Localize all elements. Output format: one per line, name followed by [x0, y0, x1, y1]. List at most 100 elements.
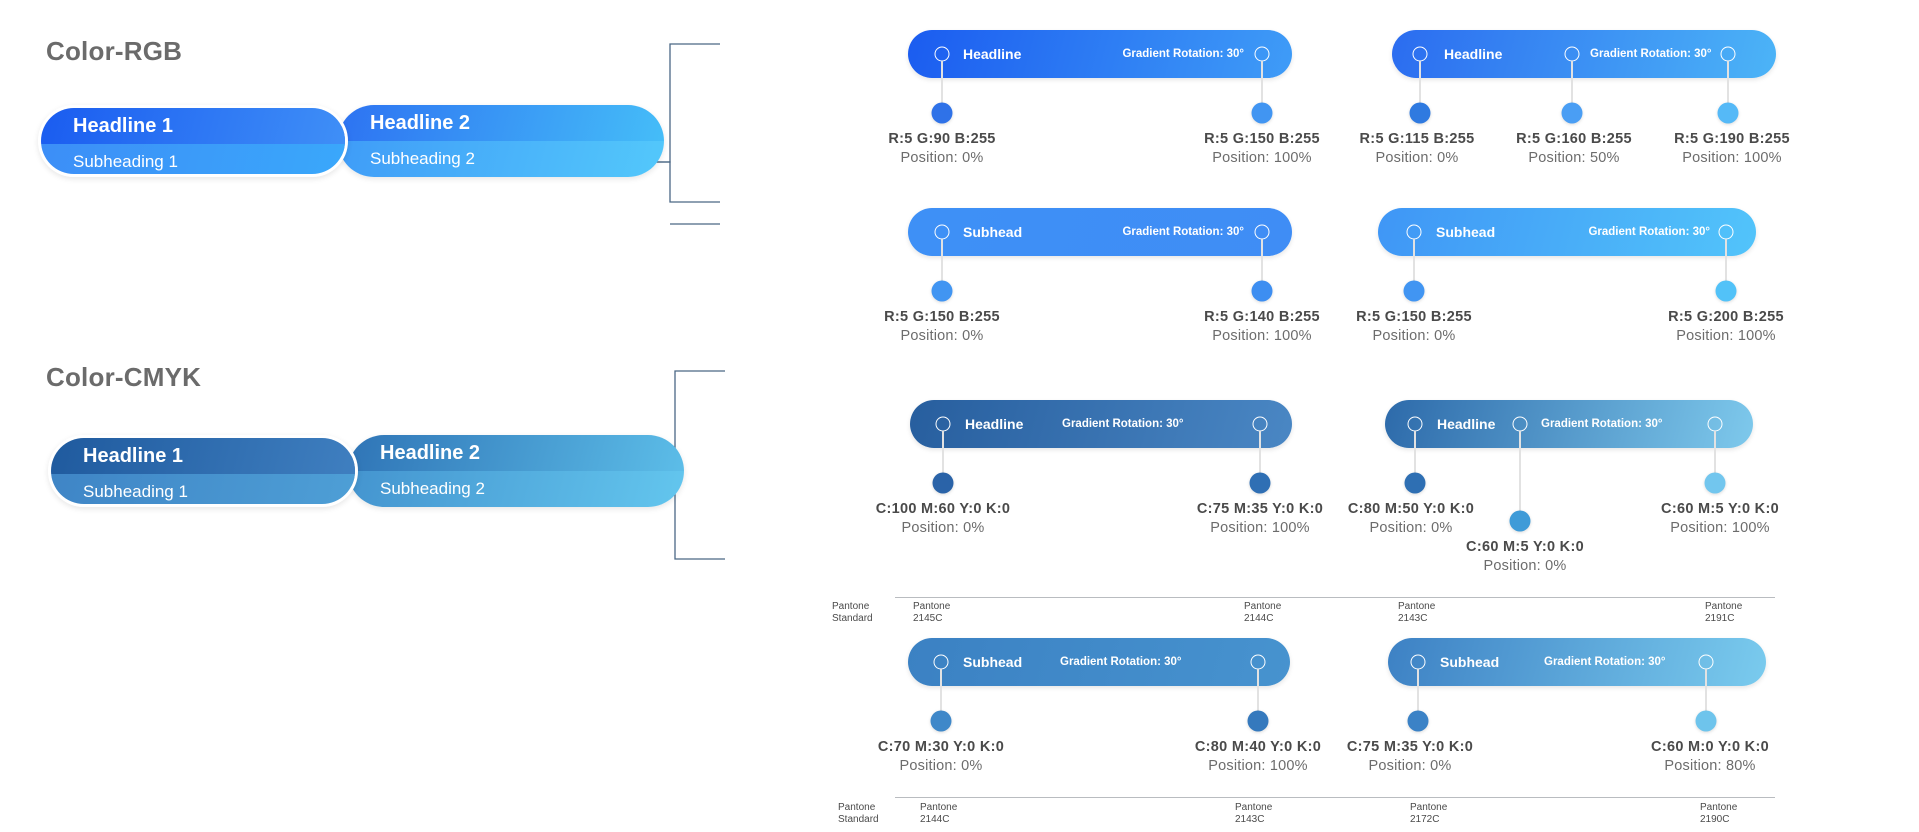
gradient-stop-handle[interactable]	[1250, 654, 1266, 670]
bar-title: Subhead	[963, 654, 1023, 670]
section-title-cmyk: Color-CMYK	[46, 362, 202, 392]
preview-headline-band: Headline 1	[41, 108, 345, 144]
gradient-stop-swatch[interactable]	[1247, 710, 1269, 732]
gradient-stop-swatch[interactable]	[1561, 102, 1583, 124]
stop-position: Position: 100%	[1682, 150, 1782, 166]
pantone-line2: 2143C	[1398, 613, 1428, 624]
gradient-stop-handle[interactable]	[1698, 654, 1714, 670]
stop-caption: C:70 M:30 Y:0 K:0 Position: 0%	[878, 738, 1004, 776]
gradient-stop-swatch[interactable]	[1409, 102, 1431, 124]
pantone-label: Pantone 2172C	[1410, 802, 1447, 826]
gradient-stop-swatch[interactable]	[932, 472, 954, 494]
stop-caption: C:60 M:5 Y:0 K:0 Position: 100%	[1661, 500, 1779, 538]
bar-rotation-label: Gradient Rotation: 30°	[1541, 418, 1663, 430]
pantone-label: Pantone 2145C	[913, 601, 950, 625]
pantone-line2: 2144C	[920, 814, 950, 825]
stop-position: Position: 0%	[900, 150, 984, 166]
pantone-label: Pantone 2190C	[1700, 802, 1737, 826]
gradient-stop-handle[interactable]	[1407, 416, 1423, 432]
gradient-bar-track[interactable]: Subhead Gradient Rotation: 30°	[1378, 208, 1756, 256]
gradient-stop-handle[interactable]	[1254, 224, 1270, 240]
stop-value: R:5 G:150 B:255	[884, 309, 1000, 325]
gradient-stop-handle[interactable]	[1720, 46, 1736, 62]
stop-stem	[941, 239, 943, 291]
gradient-stop-swatch[interactable]	[1704, 472, 1726, 494]
stop-value: C:60 M:5 Y:0 K:0	[1466, 539, 1584, 555]
pantone-label: Pantone Standard	[832, 601, 873, 625]
stop-caption: R:5 G:150 B:255 Position: 100%	[1204, 130, 1320, 168]
pantone-line2: 2145C	[913, 613, 943, 624]
stop-value: C:80 M:40 Y:0 K:0	[1194, 739, 1322, 755]
gradient-bar-track[interactable]: Subhead Gradient Rotation: 30°	[1388, 638, 1766, 686]
stop-position: Position: 80%	[1664, 758, 1756, 774]
stop-caption: C:80 M:40 Y:0 K:0 Position: 100%	[1195, 738, 1321, 776]
gradient-stop-swatch[interactable]	[1251, 280, 1273, 302]
gradient-stop-handle[interactable]	[1564, 46, 1580, 62]
gradient-stop-handle[interactable]	[1252, 416, 1268, 432]
gradient-bar-track[interactable]: Headline Gradient Rotation: 30°	[908, 30, 1292, 78]
gradient-stop-swatch[interactable]	[1404, 472, 1426, 494]
gradient-bar-track[interactable]: Subhead Gradient Rotation: 30°	[908, 208, 1292, 256]
gradient-stop-handle[interactable]	[1512, 416, 1528, 432]
preview-card-rgb-right[interactable]: Headline 2 Subheading 2	[338, 105, 664, 177]
preview-card-cmyk-left[interactable]: Headline 1 Subheading 1	[48, 435, 358, 507]
preview-card-rgb-left[interactable]: Headline 1 Subheading 1	[38, 105, 348, 177]
stop-stem	[1257, 669, 1259, 721]
gradient-stop-swatch[interactable]	[1695, 710, 1717, 732]
gradient-bar-track[interactable]: Subhead Gradient Rotation: 30°	[908, 638, 1290, 686]
gradient-stop-handle[interactable]	[934, 224, 950, 240]
stop-position: Position: 100%	[1212, 328, 1312, 344]
gradient-stop-swatch[interactable]	[931, 102, 953, 124]
gradient-stop-handle[interactable]	[935, 416, 951, 432]
preview-headline-band: Headline 1	[51, 438, 355, 474]
gradient-stop-handle[interactable]	[1707, 416, 1723, 432]
stop-value: R:5 G:140 B:255	[1204, 309, 1320, 325]
stop-stem	[1413, 239, 1415, 291]
stop-position: Position: 100%	[1208, 758, 1308, 774]
preview-headline-text: Headline 2	[380, 441, 481, 464]
gradient-bar-track[interactable]: Headline Gradient Rotation: 30°	[910, 400, 1292, 448]
gradient-stop-swatch[interactable]	[1251, 102, 1273, 124]
preview-card-cmyk[interactable]: Headline 2 Subheading 2 Headline 1 Subhe…	[48, 435, 684, 507]
stop-stem	[1714, 431, 1716, 483]
gradient-stop-handle[interactable]	[1718, 224, 1734, 240]
preview-subheading-band: Subheading 1	[51, 474, 355, 504]
preview-card-cmyk-right[interactable]: Headline 2 Subheading 2	[348, 435, 684, 507]
section-title-rgb: Color-RGB	[46, 36, 183, 66]
gradient-stop-swatch[interactable]	[1509, 510, 1531, 532]
pantone-label: Pantone 2144C	[920, 802, 957, 826]
gradient-stop-swatch[interactable]	[1249, 472, 1271, 494]
stop-value: C:75 M:35 Y:0 K:0	[1196, 501, 1324, 517]
gradient-stop-handle[interactable]	[1406, 224, 1422, 240]
preview-card-rgb[interactable]: Headline 2 Subheading 2 Headline 1 Subhe…	[38, 105, 664, 177]
gradient-stop-handle[interactable]	[1410, 654, 1426, 670]
gradient-stop-handle[interactable]	[1254, 46, 1270, 62]
gradient-stop-handle[interactable]	[933, 654, 949, 670]
stop-value: R:5 G:115 B:255	[1359, 131, 1475, 147]
pantone-label: Pantone 2143C	[1398, 601, 1435, 625]
gradient-bar-track[interactable]: Headline Gradient Rotation: 30°	[1392, 30, 1776, 78]
stop-stem	[1417, 669, 1419, 721]
pantone-label: Pantone 2191C	[1705, 601, 1742, 625]
stop-value: R:5 G:190 B:255	[1674, 131, 1790, 147]
preview-headline-band: Headline 2	[338, 105, 664, 141]
gradient-stop-swatch[interactable]	[931, 280, 953, 302]
gradient-stop-swatch[interactable]	[1403, 280, 1425, 302]
pantone-line1: Pantone	[1235, 802, 1273, 813]
gradient-stop-swatch[interactable]	[1407, 710, 1429, 732]
pantone-label: Pantone 2144C	[1244, 601, 1281, 625]
gradient-stop-handle[interactable]	[934, 46, 950, 62]
stop-stem	[941, 61, 943, 113]
gradient-bar-track[interactable]: Headline Gradient Rotation: 30°	[1385, 400, 1753, 448]
stop-caption: R:5 G:115 B:255 Position: 0%	[1360, 130, 1475, 168]
preview-subheading-text: Subheading 1	[73, 152, 178, 171]
stop-caption: C:75 M:35 Y:0 K:0 Position: 100%	[1197, 500, 1323, 538]
bar-title: Subhead	[963, 224, 1023, 240]
pantone-line1: Pantone	[1705, 601, 1743, 612]
gradient-stop-swatch[interactable]	[930, 710, 952, 732]
stop-value: C:70 M:30 Y:0 K:0	[877, 739, 1005, 755]
stop-stem	[1571, 61, 1573, 113]
gradient-stop-handle[interactable]	[1412, 46, 1428, 62]
gradient-stop-swatch[interactable]	[1715, 280, 1737, 302]
gradient-stop-swatch[interactable]	[1717, 102, 1739, 124]
